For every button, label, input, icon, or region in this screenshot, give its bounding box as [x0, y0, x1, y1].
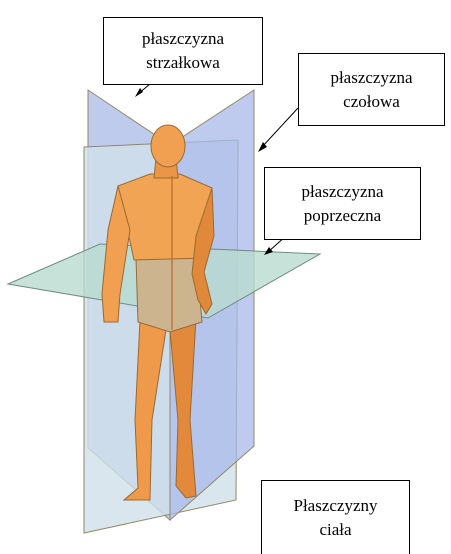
sagittal-plane-label: płaszczyzna strzałkowa: [103, 17, 263, 85]
frontal-label-line2: czołowa: [343, 90, 400, 114]
sagittal-label-line2: strzałkowa: [146, 51, 220, 75]
transverse-plane-label: płaszczyzna poprzeczna: [264, 167, 421, 240]
transverse-label-line2: poprzeczna: [304, 204, 381, 228]
body-planes-caption: Płaszczyzny ciała: [261, 480, 410, 554]
transverse-label-line1: płaszczyzna: [301, 180, 383, 204]
caption-line1: Płaszczyzny: [293, 494, 377, 518]
frontal-pointer: [262, 108, 298, 147]
frontal-plane-label: płaszczyzna czołowa: [298, 53, 445, 126]
caption-line2: ciała: [319, 518, 351, 542]
frontal-label-line1: płaszczyzna: [330, 66, 412, 90]
sagittal-label-line1: płaszczyzna: [142, 27, 224, 51]
